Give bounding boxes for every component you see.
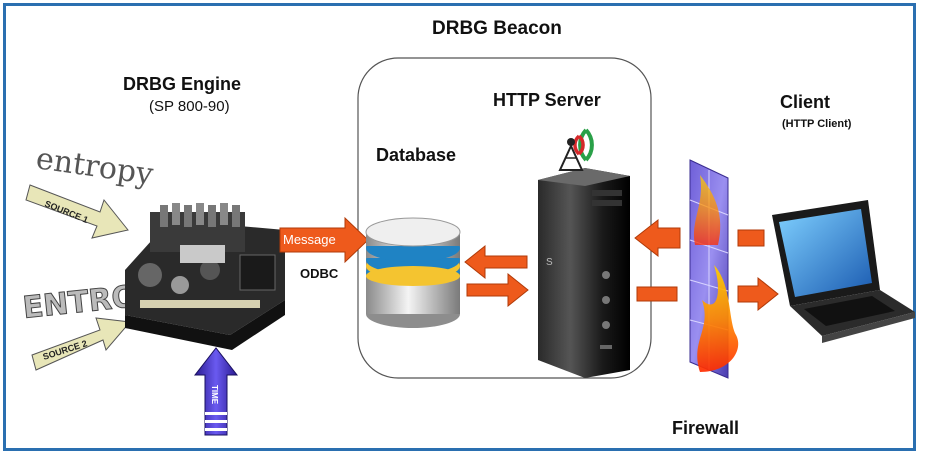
- engine-subtitle: (SP 800-90): [149, 98, 230, 115]
- server-to-client-arrow-right: [737, 276, 779, 312]
- source-1-arrow: [25, 184, 129, 239]
- db-to-server-arrow: [466, 272, 529, 308]
- wireless-antenna-icon: [558, 128, 594, 171]
- engine-title: DRBG Engine: [123, 74, 242, 94]
- http-server-icon: S: [538, 168, 630, 378]
- odbc-label: ODBC: [300, 266, 339, 281]
- beacon-title: DRBG Beacon: [432, 18, 562, 39]
- server-to-db-arrow: [464, 244, 528, 280]
- client-title: Client: [780, 92, 831, 112]
- svg-text:S: S: [546, 257, 553, 268]
- database-icon: [365, 217, 461, 328]
- message-arrow: [279, 216, 369, 264]
- database-label: Database: [376, 145, 457, 165]
- drbg-engine-icon: [125, 203, 285, 350]
- client-subtitle: (HTTP Client): [782, 118, 852, 130]
- client-to-server-arrow-right: [737, 229, 765, 247]
- server-to-client-arrow-left: [636, 286, 678, 302]
- client-to-server-arrow-left: [634, 218, 681, 258]
- message-label: Message: [283, 232, 336, 247]
- laptop-icon: [772, 200, 915, 343]
- entropy-word: entropy: [34, 141, 155, 192]
- entropy-source-1: entropy SOURCE 1: [25, 141, 155, 239]
- http-server-label: HTTP Server: [493, 90, 601, 110]
- firewall-label: Firewall: [672, 418, 740, 438]
- time-arrow: TIME: [193, 347, 239, 436]
- time-label: TIME: [210, 385, 219, 405]
- source-2-arrow: [31, 317, 131, 371]
- firewall-icon: [689, 159, 739, 379]
- diagram-frame: [3, 3, 916, 451]
